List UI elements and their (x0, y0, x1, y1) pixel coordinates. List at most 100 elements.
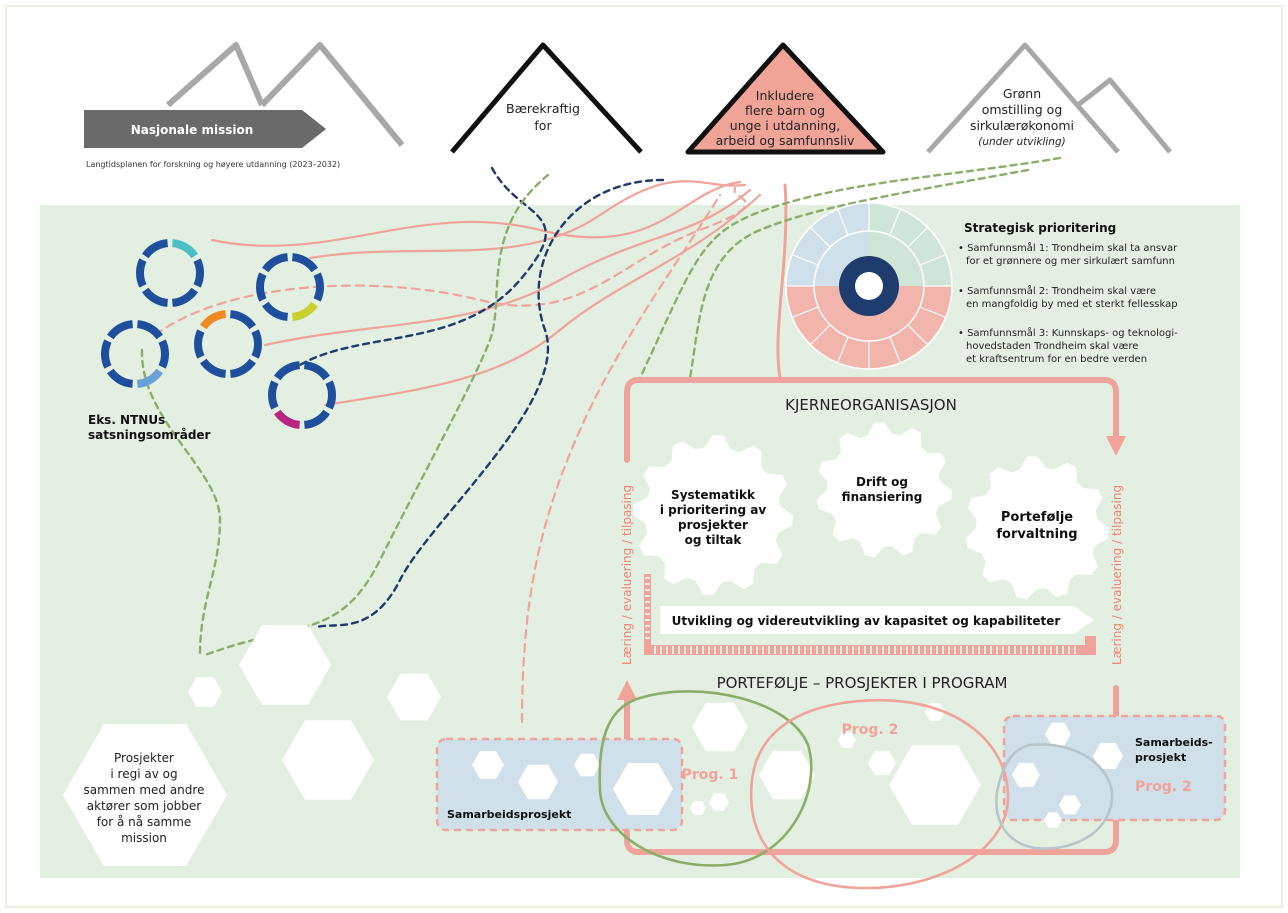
strategy-title: Strategisk prioritering (964, 221, 1116, 235)
project-hexagon (574, 753, 600, 777)
gear-systematics (633, 435, 793, 595)
ring-segment (303, 361, 330, 381)
national-mission-arrow: Nasjonale mission (84, 110, 326, 148)
svg-text:et kraftsentrum for en bedre v: et kraftsentrum for en bedre verden (966, 354, 1147, 365)
svg-text:en mangfoldig by med et sterkt: en mangfoldig by med et sterkt fellesska… (966, 299, 1178, 310)
mountain-green: Grønn omstilling og sirkulærøkonomi (und… (926, 42, 1172, 154)
project-hexagon (63, 724, 227, 866)
svg-text:for: for (534, 118, 552, 133)
mountain-sustainable: Bærekraftig for (450, 42, 643, 154)
focus-ring (101, 320, 169, 388)
svg-text:omstilling og: omstilling og (982, 102, 1063, 117)
svg-text:prosjekter: prosjekter (678, 518, 748, 532)
focus-ring (194, 310, 262, 378)
gear-operations-text: Drift og finansiering (842, 475, 923, 504)
project-hexagon (387, 673, 441, 721)
ntnu-label-line1: Eks. NTNUs (88, 413, 165, 427)
development-label: Utvikling og videreutvikling av kapasite… (672, 614, 1061, 628)
ring-segment (136, 368, 163, 388)
svg-text:• Samfunnsmål 2: Trondheim ska: • Samfunnsmål 2: Trondheim skal være (958, 284, 1156, 297)
svg-text:aktører som jobber: aktører som jobber (87, 799, 202, 813)
ring-segment (200, 358, 227, 378)
ring-segment (274, 409, 301, 429)
ring-segment (158, 339, 169, 369)
svg-text:i regi av og: i regi av og (110, 767, 177, 781)
project-hexagon (613, 763, 673, 815)
svg-text:arbeid og samfunnsliv: arbeid og samfunnsliv (716, 133, 855, 148)
svg-text:Inkludere: Inkludere (756, 88, 815, 103)
core-arrow-up (617, 680, 637, 700)
project-hexagon (1059, 795, 1081, 815)
wheel-spokes (786, 203, 952, 369)
svg-text:sirkulærøkonomi: sirkulærøkonomi (970, 118, 1074, 133)
learning-label-right: Læring / evaluering / tilpasing (1110, 485, 1124, 665)
ring-segment (136, 258, 147, 288)
project-hexagon (709, 793, 729, 811)
project-hexagon (692, 702, 748, 752)
coop-right-line2: prosjekt (1135, 751, 1186, 764)
ring-segment (291, 253, 318, 273)
core-loop (624, 377, 1119, 855)
project-hexagon (188, 677, 222, 707)
svg-text:Portefølje: Portefølje (1001, 510, 1073, 525)
ntnu-focus-rings (101, 239, 336, 429)
project-hexagons (63, 625, 1123, 866)
svg-text:Prosjekter: Prosjekter (114, 751, 174, 765)
ring-segment (262, 301, 289, 321)
project-hexagon (690, 801, 706, 815)
ring-segment (193, 258, 204, 288)
national-mountains (166, 42, 405, 147)
svg-text:hovedstaden Trondheim skal vær: hovedstaden Trondheim skal være (966, 341, 1138, 352)
coop-left-label: Samarbeidsprosjekt (447, 808, 571, 821)
national-mission-subtitle: Langtidsplanen for forskning og høyere u… (86, 160, 340, 169)
ring-segment (200, 310, 227, 330)
focus-ring (136, 239, 204, 307)
ring-segment (194, 329, 205, 359)
ring-segment (142, 239, 169, 259)
ring-segment (101, 339, 112, 369)
program-1-outline (598, 690, 813, 867)
svg-text:i prioritering av: i prioritering av (660, 503, 767, 517)
mountain-include: Inkludere flere barn og unge i utdanning… (685, 42, 886, 155)
coop-right-line1: Samarbeids- (1135, 736, 1213, 749)
project-hexagon (239, 625, 331, 705)
other-actors-text: Prosjekter i regi av og sammen med andre… (84, 751, 205, 845)
gear-portfolio-text: Portefølje forvaltning (996, 510, 1077, 542)
svg-text:Bærekraftig: Bærekraftig (506, 101, 580, 116)
strategy-wheel (785, 202, 953, 370)
program-2-coop-outline (995, 743, 1114, 850)
gear-systematics-text: Systematikk i prioritering av prosjekter… (660, 488, 767, 547)
svg-text:• Samfunnsmål 3: Kunnskaps- og: • Samfunnsmål 3: Kunnskaps- og teknologi… (958, 326, 1178, 339)
ring-segment (303, 409, 330, 429)
project-hexagon (518, 764, 558, 800)
core-arrow-down (1106, 436, 1126, 456)
core-title: KJERNEORGANISASJON (785, 396, 957, 414)
ring-segment (171, 287, 198, 307)
ring-segment (268, 380, 279, 410)
ring-segment (142, 287, 169, 307)
svg-text:unge i utdanning,: unge i utdanning, (730, 118, 840, 133)
national-mission-label: Nasjonale mission (131, 123, 254, 137)
project-hexagon (889, 745, 981, 825)
svg-text:Systematikk: Systematikk (671, 488, 756, 502)
development-hatching (645, 577, 1076, 654)
project-hexagon (1044, 812, 1062, 828)
svg-text:Drift og: Drift og (856, 475, 908, 489)
program-2-outline (749, 699, 1010, 890)
ring-segment (274, 361, 301, 381)
coop-right-prog2: Prog. 2 (1135, 779, 1192, 795)
svg-text:flere barn og: flere barn og (745, 103, 825, 118)
svg-text:Grønn: Grønn (1003, 86, 1041, 101)
prog2-label: Prog. 2 (842, 722, 899, 738)
gears (633, 422, 1109, 600)
prog1-label: Prog. 1 (682, 767, 739, 783)
project-hexagon (868, 750, 896, 776)
svg-text:finansiering: finansiering (842, 490, 923, 504)
project-hexagon (759, 750, 815, 800)
project-hexagon (1093, 743, 1123, 769)
ring-segment (229, 358, 256, 378)
ring-segment (251, 329, 262, 359)
learning-label-left: Læring / evaluering / tilpasing (620, 485, 634, 665)
ring-segment (136, 320, 163, 340)
